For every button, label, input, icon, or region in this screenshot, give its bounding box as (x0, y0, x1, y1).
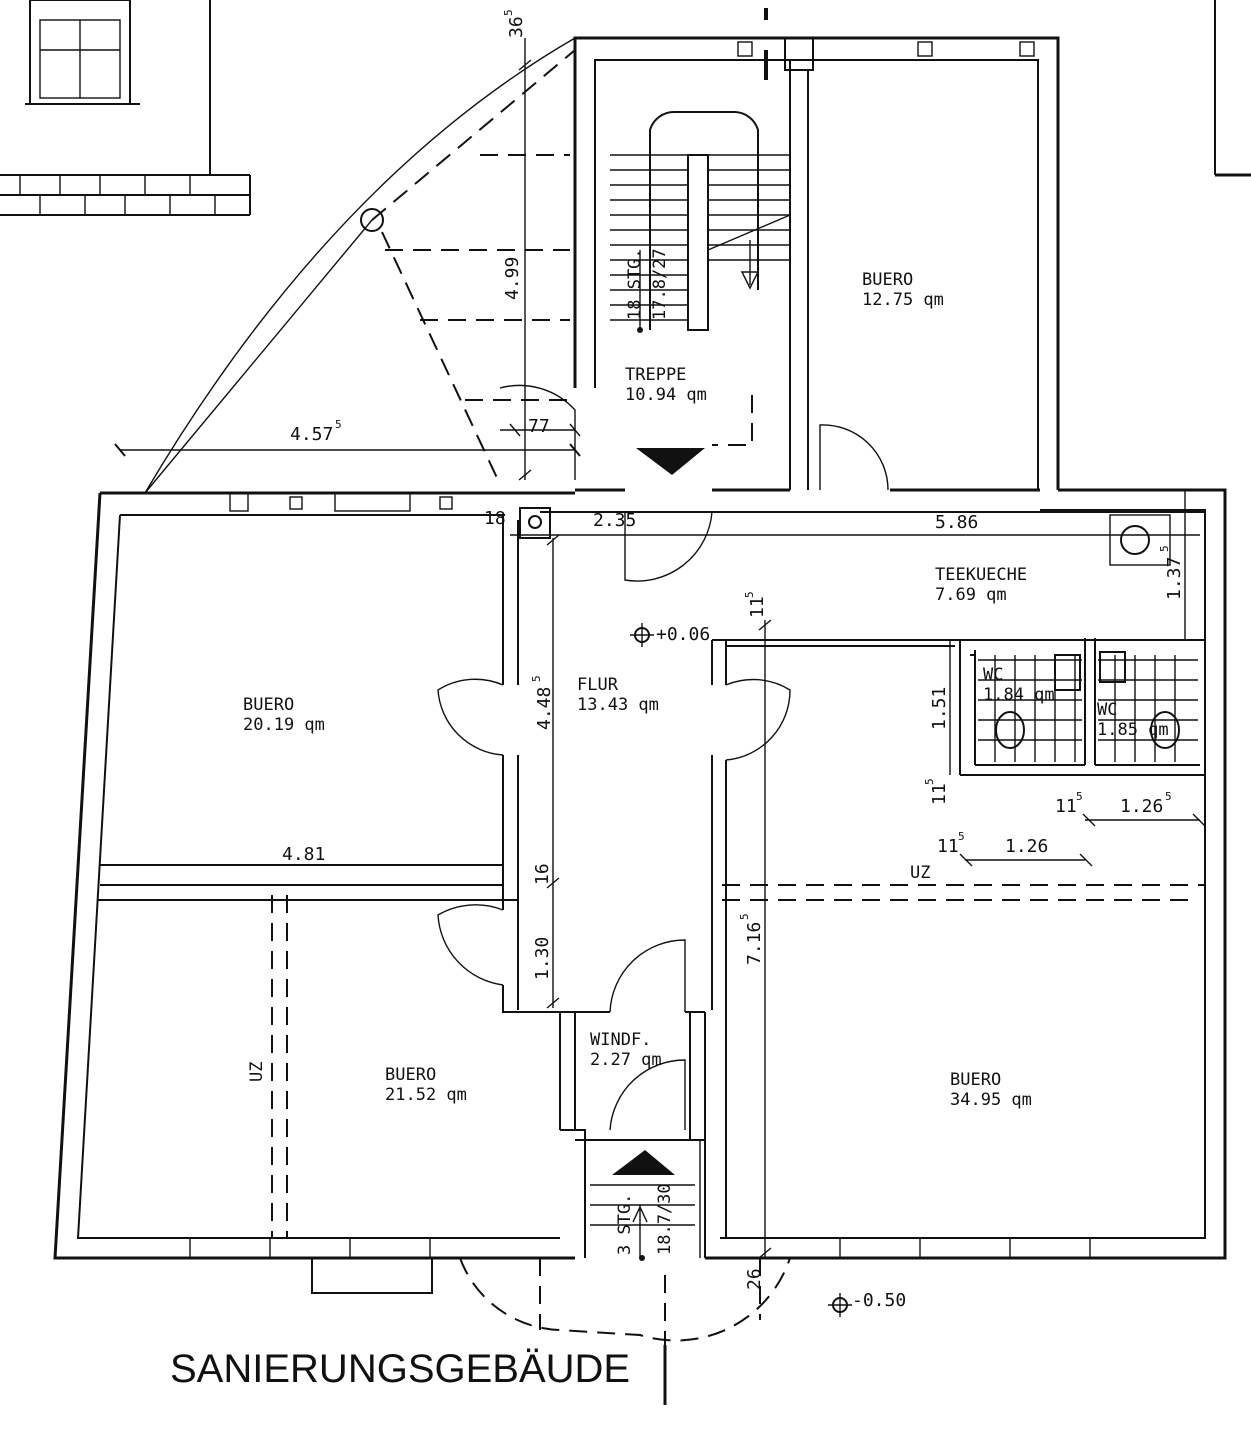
uz-lines (271, 884, 1205, 1238)
dim-4-57-5-sup: 5 (335, 418, 342, 431)
dim-11-5-c: 11 (1055, 796, 1077, 817)
stair-labels: 18 STG. 17.8/27 3 STG. 18.7/30 (615, 248, 675, 1255)
room-name-buero-left-top: BUERO (243, 695, 294, 715)
dim-11-5-a-sup: 5 (743, 591, 756, 598)
dimension-labels: 36 5 4.99 4.57 5 77 18 2.35 5.86 1.37 5 … (282, 9, 1185, 1290)
dim-7-16-5-sup: 5 (738, 913, 751, 920)
neighbor-building (0, 0, 251, 216)
room-area-buero-top: 12.75 qm (862, 290, 944, 310)
pivot-point (360, 208, 384, 232)
dim-1-26: 1.26 (1005, 836, 1048, 857)
stair-entry-steps: 3 STG. (615, 1194, 635, 1255)
windows (145, 37, 1190, 1259)
dim-4-99: 4.99 (502, 257, 523, 300)
room-area-buero-left-top: 20.19 qm (243, 715, 325, 735)
dim-11-5-c-sup: 5 (1076, 790, 1083, 803)
room-name-treppe: TREPPE (625, 365, 686, 385)
dim-1-37-5-sup: 5 (1158, 545, 1171, 552)
dim-7-16-5: 7.16 (744, 922, 765, 965)
doors (437, 384, 889, 1342)
room-name-wc1: WC (983, 665, 1003, 685)
stair-entry-ratio: 18.7/30 (655, 1183, 675, 1255)
room-area-treppe: 10.94 qm (625, 385, 707, 405)
stair-main-ratio: 17.8/27 (650, 248, 670, 320)
room-area-windf: 2.27 qm (590, 1050, 662, 1070)
room-name-buero-left-bottom: BUERO (385, 1065, 436, 1085)
dim-18: 18 (484, 508, 506, 529)
dim-11-5-b-sup: 5 (923, 778, 936, 785)
level-marker-outside (828, 1293, 852, 1317)
dim-1-26-5-sup: 5 (1165, 790, 1172, 803)
dim-1-30: 1.30 (532, 937, 553, 980)
dim-4-48-5-sup: 5 (530, 675, 543, 682)
room-name-buero-right: BUERO (950, 1070, 1001, 1090)
room-labels: BUERO 12.75 qm TREPPE 10.94 qm BUERO 20.… (243, 270, 1169, 1110)
dim-4-81: 4.81 (282, 844, 325, 865)
construction-lines (144, 37, 576, 494)
level-marker-inside (630, 623, 654, 647)
dim-1-26-5: 1.26 (1120, 796, 1163, 817)
room-area-wc2: 1.85 qm (1097, 720, 1169, 740)
dim-16: 16 (532, 863, 553, 885)
dim-11-5-d: 11 (937, 836, 959, 857)
room-name-flur: FLUR (577, 675, 619, 695)
plan-title: SANIERUNGSGEBÄUDE (170, 1347, 630, 1391)
neighbor-building-right (1214, 0, 1251, 177)
uz-label-left: UZ (247, 1062, 267, 1082)
room-area-teekueche: 7.69 qm (935, 585, 1007, 605)
room-name-buero-top: BUERO (862, 270, 913, 290)
room-name-wc2: WC (1097, 700, 1117, 720)
dim-26: 26 (744, 1268, 765, 1290)
dim-11-5-a: 11 (747, 596, 768, 618)
room-area-buero-right: 34.95 qm (950, 1090, 1032, 1110)
level-outside-label: -0.50 (852, 1290, 906, 1311)
room-area-buero-left-bottom: 21.52 qm (385, 1085, 467, 1105)
dim-11-5-b: 11 (929, 783, 950, 805)
dim-4-57-5: 4.57 (290, 424, 333, 445)
room-name-teekueche: TEEKUECHE (935, 565, 1027, 585)
fixtures (519, 507, 1198, 762)
dim-1-51: 1.51 (929, 687, 950, 730)
main-stair (610, 110, 791, 475)
room-name-windf: WINDF. (590, 1030, 651, 1050)
dimension-lines (100, 38, 1206, 1259)
dim-77: 77 (528, 416, 550, 437)
dim-1-37-5: 1.37 (1164, 557, 1185, 600)
dim-2-35: 2.35 (593, 510, 636, 531)
stair-main-steps: 18 STG. (625, 248, 645, 320)
dim-5-86: 5.86 (935, 512, 978, 533)
entry-stair (590, 8, 768, 1405)
dim-11-5-d-sup: 5 (958, 830, 965, 843)
level-inside-label: +0.06 (656, 624, 710, 645)
walls (53, 36, 1227, 1294)
room-area-wc1: 1.84 qm (983, 685, 1055, 705)
dim-36-5: 36 (506, 16, 527, 38)
uz-label-right: UZ (910, 863, 930, 883)
dim-4-48-5: 4.48 (534, 687, 555, 730)
room-area-flur: 13.43 qm (577, 695, 659, 715)
dim-36-5-sup: 5 (502, 9, 515, 16)
